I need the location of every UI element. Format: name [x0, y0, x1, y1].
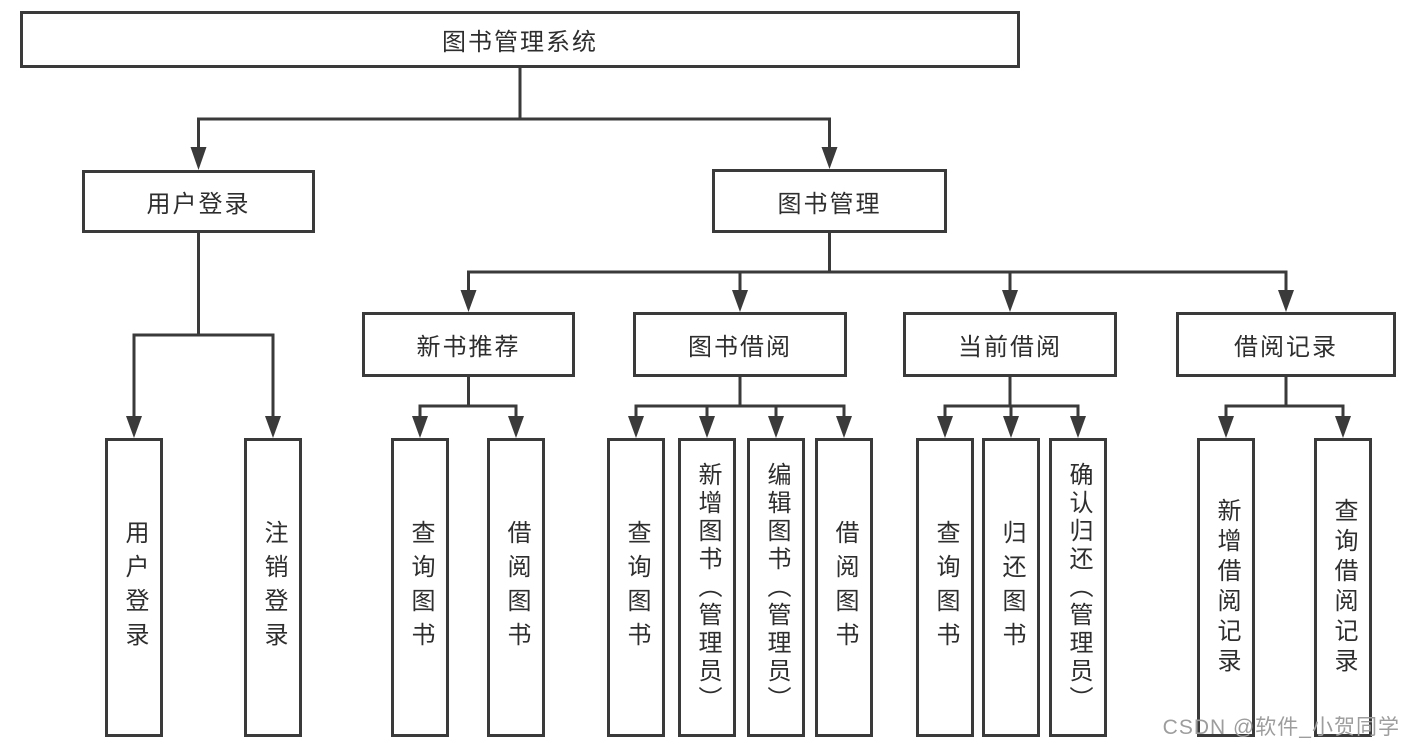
leaf-edit-book-admin: 编辑图书（管理员） — [747, 438, 805, 737]
leaf-confirm-return-admin: 确认归还（管理员） — [1049, 438, 1107, 737]
node-book-management: 图书管理 — [712, 169, 947, 233]
node-label: 查询图书 — [407, 519, 434, 656]
node-label: 新书推荐 — [416, 334, 521, 361]
node-label: 用户登录 — [121, 519, 148, 656]
node-label: 图书借阅 — [688, 334, 792, 361]
node-current-borrowing: 当前借阅 — [903, 312, 1117, 377]
leaf-logout: 注销登录 — [244, 438, 302, 737]
node-label: 借阅图书 — [503, 519, 530, 656]
leaf-query-books-recommend: 查询图书 — [391, 438, 449, 737]
node-label: 确认归还（管理员） — [1065, 461, 1092, 714]
node-user-login: 用户登录 — [82, 170, 315, 233]
leaf-query-books-borrow: 查询图书 — [607, 438, 665, 737]
node-label: 编辑图书（管理员） — [763, 461, 790, 714]
node-label: 借阅记录 — [1234, 334, 1338, 361]
node-label: 用户登录 — [146, 191, 251, 218]
node-label: 借阅图书 — [831, 519, 858, 656]
node-borrowing-records: 借阅记录 — [1176, 312, 1396, 377]
node-label: 查询借阅记录 — [1330, 497, 1357, 678]
node-book-borrowing: 图书借阅 — [633, 312, 847, 377]
leaf-borrow-books: 借阅图书 — [815, 438, 873, 737]
leaf-user-login: 用户登录 — [105, 438, 163, 737]
arrowheads — [126, 147, 1351, 438]
node-label: 归还图书 — [998, 519, 1025, 656]
node-label: 新增借阅记录 — [1213, 497, 1240, 678]
watermark: CSDN @软件_小贺同学 — [1162, 716, 1400, 739]
node-label: 图书管理 — [777, 190, 882, 218]
leaf-borrow-books-recommend: 借阅图书 — [487, 438, 545, 737]
leaf-query-borrow-record: 查询借阅记录 — [1314, 438, 1372, 737]
leaf-query-books-current: 查询图书 — [916, 438, 974, 737]
node-library-management-system: 图书管理系统 — [20, 11, 1020, 68]
node-label: 当前借阅 — [958, 334, 1062, 361]
node-label: 注销登录 — [260, 519, 287, 656]
node-label: 新增图书（管理员） — [694, 461, 721, 714]
node-label: 图书管理系统 — [442, 29, 598, 56]
node-new-book-recommendation: 新书推荐 — [362, 312, 575, 377]
node-label: 查询图书 — [623, 519, 650, 656]
leaf-add-book-admin: 新增图书（管理员） — [678, 438, 736, 737]
leaf-add-borrow-record: 新增借阅记录 — [1197, 438, 1255, 737]
node-label: 查询图书 — [932, 519, 959, 656]
leaf-return-books: 归还图书 — [982, 438, 1040, 737]
